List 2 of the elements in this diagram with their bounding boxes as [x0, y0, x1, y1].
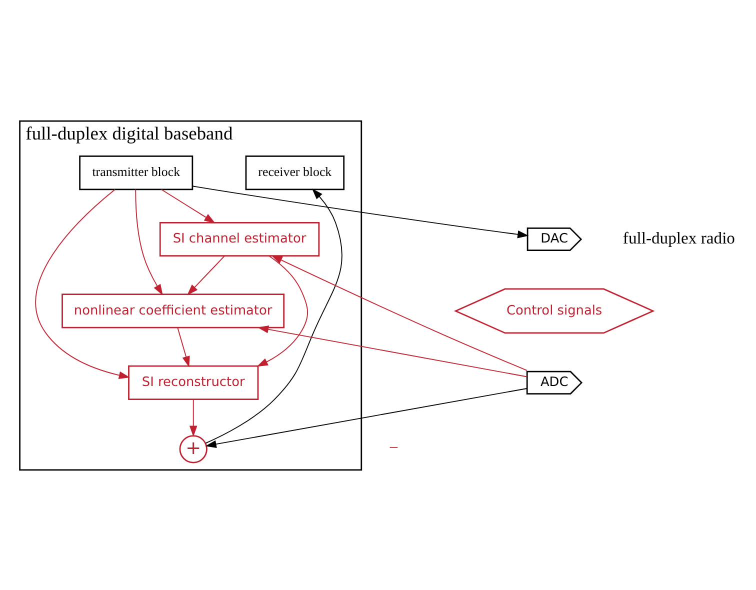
label: full-duplex radio [622, 228, 736, 247]
label: − [389, 438, 398, 457]
